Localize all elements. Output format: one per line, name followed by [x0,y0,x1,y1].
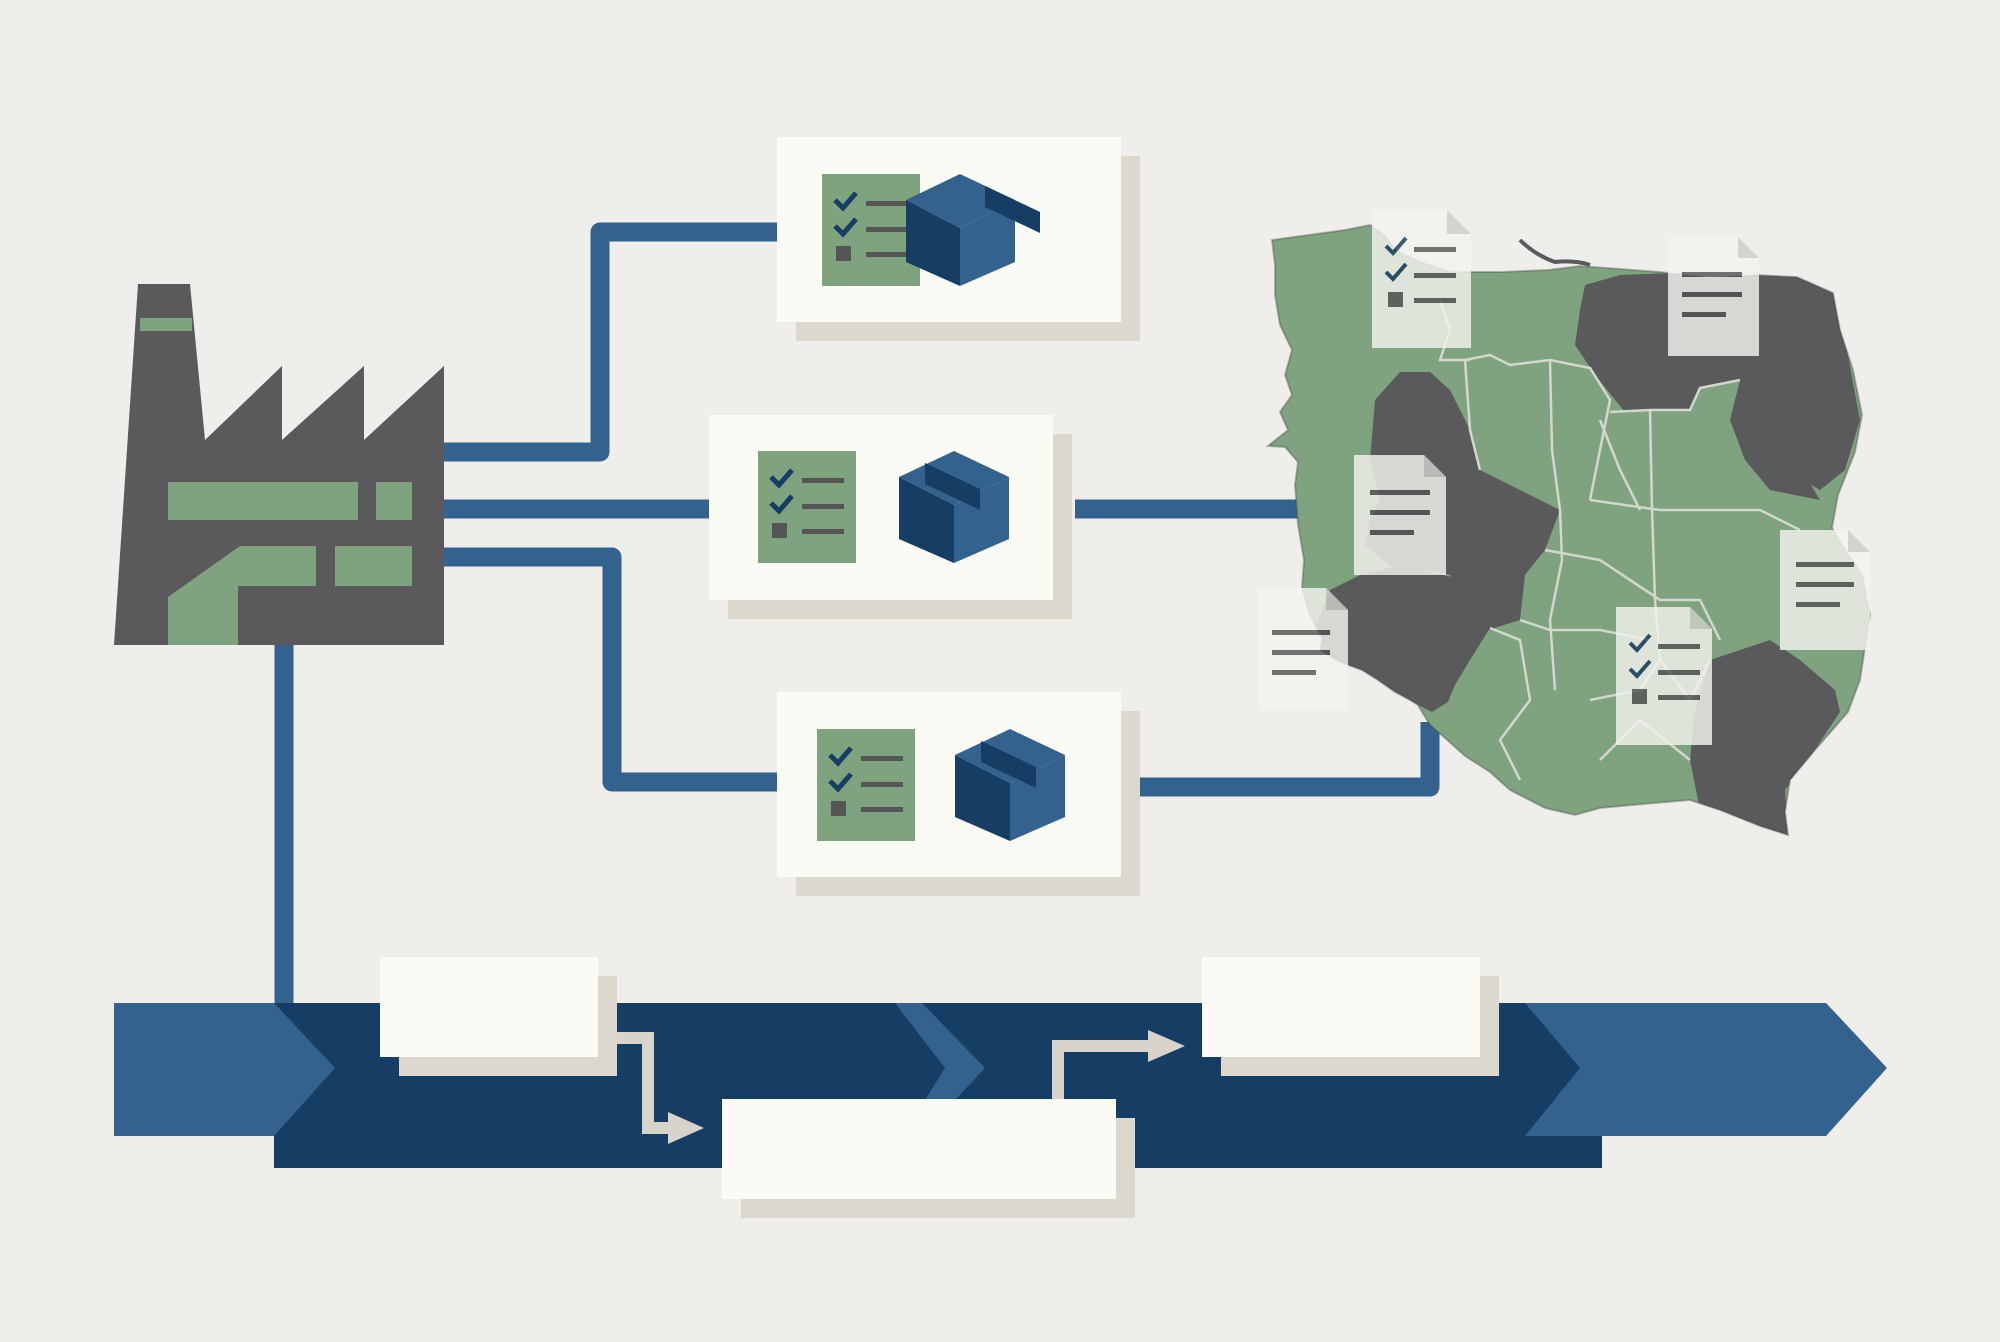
process-step-1 [380,957,617,1076]
factory-icon [114,284,444,645]
checklist-document-icon [1372,210,1471,348]
document-icon [1780,530,1870,650]
process-step-2 [722,1099,1135,1218]
process-chevron [895,1003,985,1100]
document-icon [1258,588,1348,710]
package-box-icon [985,186,1040,233]
process-arrow-end [1525,1003,1887,1136]
arrow-step1-to-step2 [596,1032,672,1134]
connector-top [444,222,780,462]
arrow-step2-to-step3 [1052,1040,1150,1100]
connector-bottom-to-map [1140,722,1440,797]
checklist-icon [758,451,856,563]
arrow-head-icon [1148,1030,1185,1062]
checklist-document-icon [1616,607,1712,745]
package-box-icon [899,451,1009,563]
document-icon [1668,237,1759,356]
package-box-icon [955,729,1065,841]
process-arrow-start [114,1003,335,1136]
connectors [274,222,1440,1010]
process-step-3 [1202,957,1499,1076]
shipment-card-middle [709,415,1072,619]
connector-bottom [444,547,780,792]
document-icon [1354,455,1446,575]
shipment-card-bottom [777,692,1140,896]
shipment-card-top [777,137,1140,341]
checklist-icon [822,174,920,286]
arrow-head-icon [668,1112,704,1144]
checklist-icon [817,729,915,841]
step-arrows [596,1032,1150,1134]
